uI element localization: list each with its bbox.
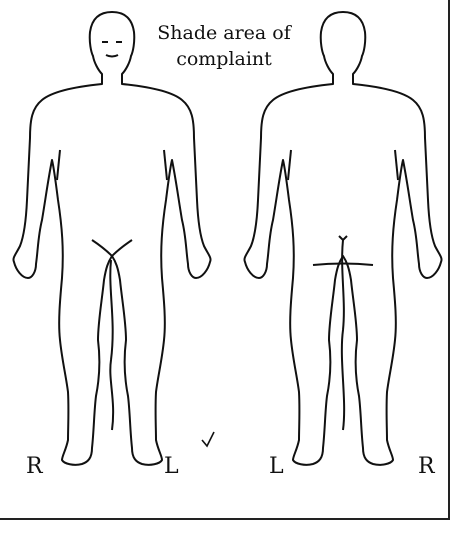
form-border-right (448, 0, 450, 520)
shade-instruction: Shade area of complaint (150, 20, 298, 72)
form-border-bottom (0, 518, 450, 520)
face-features (102, 42, 122, 57)
back-left-side-label: L (269, 456, 284, 478)
front-body-detail-lines (57, 150, 167, 430)
front-left-side-label: L (164, 456, 179, 478)
front-right-side-label: R (26, 456, 43, 478)
instruction-line-1: Shade area of (150, 20, 298, 46)
instruction-line-2: complaint (150, 46, 298, 72)
check-mark-icon (202, 432, 214, 446)
back-body-detail-lines (288, 150, 398, 430)
back-right-side-label: R (418, 456, 435, 478)
front-body-figure (13, 12, 210, 465)
back-body-figure (244, 12, 441, 465)
